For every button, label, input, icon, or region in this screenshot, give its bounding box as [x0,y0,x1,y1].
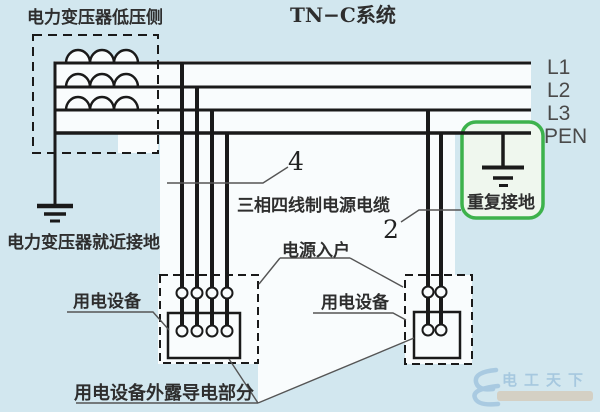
bus-label-l3: L3 [547,102,570,125]
repeated-ground-symbol [482,133,524,187]
diagram-title: TN−C系统 [290,3,396,27]
watermark-logo-icon [472,367,501,407]
cable-count-leader [167,166,289,184]
cable-label: 三相四线制电源电缆 [237,195,390,215]
transformer-lower-region [118,133,158,153]
watermark-text: 电工天下 [502,371,590,389]
drop-wires [180,63,443,326]
bus-label-l1: L1 [547,56,570,79]
terminal [421,323,435,337]
exposed-parts-label: 用电设备外露导电部分 [74,382,254,403]
terminal [434,285,448,299]
branch-count-leader [400,209,461,223]
terminal [190,324,204,338]
coil-l1 [64,48,140,64]
coil-l2 [64,72,140,88]
transformer-dashed-box [32,34,159,154]
branch-wire-count: 2 [383,215,399,244]
right-device-leader [313,312,407,321]
watermark-subline [497,391,593,401]
terminal [175,286,189,300]
watermark: 电工天下 [472,367,593,407]
terminal [175,324,189,338]
right-device-label: 用电设备 [321,292,390,312]
terminal [434,323,448,337]
terminal [190,286,204,300]
terminal [421,285,435,299]
terminal [205,324,219,338]
bus-lines [55,61,531,135]
bus-label-l2: L2 [547,79,570,102]
transformer-ground-label: 电力变压器就近接地 [7,232,160,252]
left-device-label: 用电设备 [73,291,142,311]
bus-band-region [55,61,531,133]
transformer-coils [64,48,140,111]
terminal-circles [175,285,448,338]
leader-lines [67,166,461,404]
left-device-leader [67,311,170,331]
cable-wire-count: 4 [288,147,304,176]
terminal [220,324,234,338]
funnel-region [258,275,405,403]
service-entry-label: 电源入户 [282,240,350,260]
transformer-earthing [37,61,73,223]
bus-label-pen: PEN [544,125,587,148]
service-entry-leader [258,257,404,288]
transformer-label: 电力变压器低压侧 [27,7,163,27]
repeated-ground-label: 重复接地 [467,192,535,212]
central-region [160,133,455,275]
terminal [220,286,234,300]
exposed-parts-leader [76,337,415,404]
repeated-ground-box [460,120,545,220]
terminal [205,286,219,300]
coil-l3 [64,95,140,111]
